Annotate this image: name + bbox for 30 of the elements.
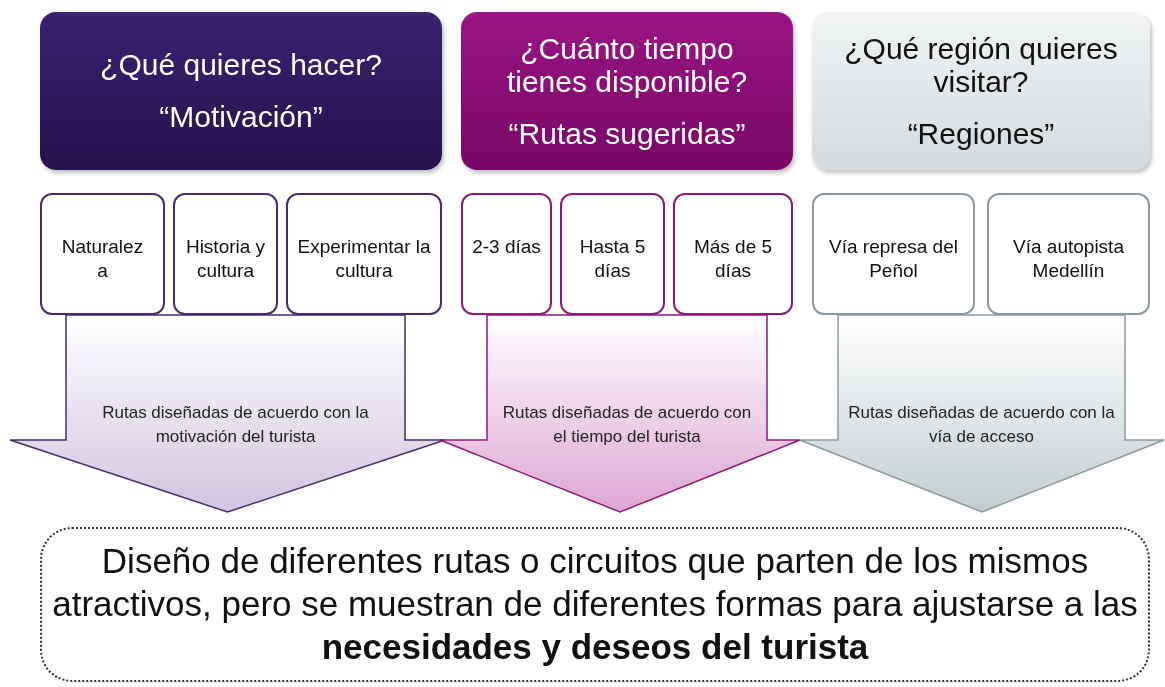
question-text: ¿Qué quieres hacer? — [100, 48, 382, 82]
category-text: “Rutas sugeridas” — [508, 116, 746, 151]
option-label: Más de 5 días — [692, 235, 774, 283]
question-text: ¿Qué región quieres visitar? — [843, 31, 1119, 99]
option-card — [812, 193, 975, 315]
option-card — [286, 193, 442, 315]
header-box — [461, 12, 793, 170]
category-text: “Regiones” — [907, 116, 1055, 151]
option-card — [173, 193, 278, 315]
option-card — [40, 193, 165, 315]
category-text: “Motivación” — [159, 100, 323, 134]
option-card — [560, 193, 665, 315]
option-label: Hasta 5 días — [578, 235, 647, 283]
option-label: Experimentar la cultura — [296, 235, 432, 283]
option-card — [461, 193, 552, 315]
summary-box — [40, 527, 1150, 682]
arrow-text: Rutas diseñadas de acuerdo con la motivación del turista — [101, 402, 370, 448]
question-text: ¿Cuánto tiempo tienes disponible? — [505, 31, 749, 99]
option-label: Vía represa del Peñol — [828, 235, 959, 283]
option-card — [673, 193, 793, 315]
arrow-text: Rutas diseñadas de acuerdo con el tiempo del turista — [501, 402, 753, 448]
option-label: 2-3 días — [472, 235, 541, 259]
option-label: Vía autopista Medellín — [1012, 235, 1125, 283]
summary-text: Diseño de diferentes rutas o circuitos que parten de los mismos atractivos, pero se muestran de diferentes formas para ajustarse a las necesidades y deseos del turista — [52, 540, 1138, 668]
option-card — [987, 193, 1150, 315]
option-label: Historia y cultura — [184, 235, 267, 283]
arrow-text: Rutas diseñadas de acuerdo con la vía de acceso — [848, 402, 1115, 448]
option-label: Naturaleza — [60, 235, 145, 283]
header-box — [40, 12, 442, 170]
header-box — [812, 12, 1150, 170]
